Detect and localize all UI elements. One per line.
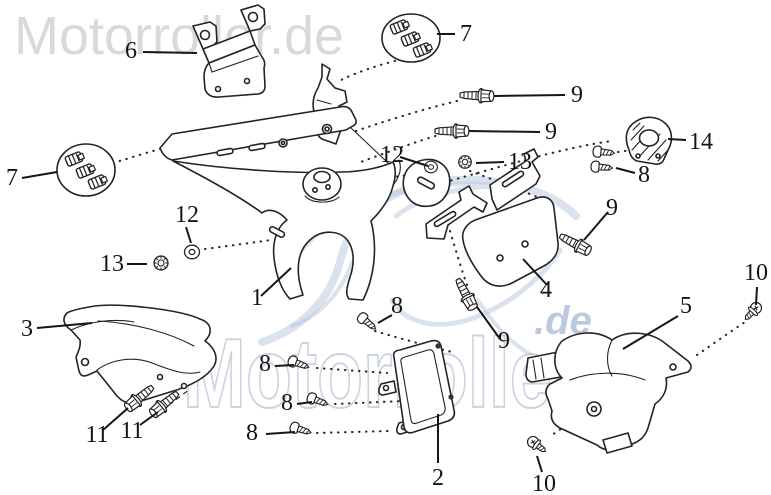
callouts: 6 7 9 9 13 12 14 8 [6,21,768,495]
callout-label: 8 [281,390,293,416]
callout-9-d: 9 [476,306,510,354]
part-4-bracket [425,148,559,287]
callout-label: 8 [246,420,258,446]
hex-bolt-icon [434,123,470,139]
callout-3: 3 [21,316,93,342]
callout-13-b: 13 [100,251,147,277]
callout-label: 2 [432,465,444,491]
washer-icon [183,244,201,260]
callout-label: 6 [125,38,137,64]
callout-8-c: 8 [259,351,295,377]
callout-label: 10 [744,260,768,286]
callout-label: 12 [380,142,404,168]
callout-10-a: 10 [744,260,768,306]
callout-label: 11 [120,418,143,444]
cross-head-screw-icon [524,433,550,457]
callout-label: 9 [545,119,557,145]
flange-nut-icon [153,255,169,271]
plate-rivet [448,394,454,400]
callout-label: 14 [689,129,713,155]
callout-label: 13 [100,251,124,277]
callout-9-a: 9 [493,82,583,108]
callout-9-c: 9 [583,195,618,241]
part-3-front-fender [63,304,217,404]
callout-label: 8 [391,293,403,319]
flange-nut-icon [458,155,472,169]
callout-label: 9 [606,195,618,221]
hex-bolt-icon [450,275,481,314]
callout-8-d: 8 [281,390,313,416]
pan-head-screw-icon [589,160,614,175]
callout-label: 7 [6,165,18,191]
callout-label: 13 [508,149,532,175]
callout-label: 3 [21,316,33,342]
callout-6: 6 [125,38,198,64]
callout-13-a: 13 [475,149,532,175]
watermark-top-text: Motorroller.de [14,6,344,66]
callout-label: 9 [571,82,583,108]
part-2-mud-flap [378,339,456,435]
callout-label: 1 [251,285,263,311]
pan-head-screw-icon [591,145,616,160]
callout-8-b: 8 [377,293,403,324]
washer-icon [424,160,438,174]
part-7-clip-detail-left [56,143,116,197]
callout-11-b: 11 [120,411,159,444]
callout-2: 2 [432,414,444,491]
part-14-cap [625,116,673,165]
callout-label: 7 [460,21,472,47]
callout-label: 5 [680,293,692,319]
callout-8-a: 8 [615,162,650,188]
callout-label: 10 [532,471,556,495]
callout-1: 1 [251,267,292,311]
cross-head-screw-icon [740,299,765,324]
callout-4: 4 [522,258,552,303]
part-1-center-fender [159,63,451,301]
callout-label: 12 [175,202,199,228]
callout-14: 14 [667,129,713,155]
callout-7-left: 7 [6,165,58,191]
callout-label: 8 [259,351,271,377]
callout-label: 11 [85,422,108,448]
callout-label: 9 [498,328,510,354]
callout-7-top: 7 [437,21,472,47]
watermark-brand-text: Motorroller [183,318,581,428]
part-6-bracket [192,4,266,98]
callout-label: 4 [540,277,552,303]
callout-12-a: 12 [380,142,429,168]
plate-rivet [435,343,441,349]
part-5-rear-inner-fender [525,332,692,454]
callout-12-b: 12 [175,202,199,244]
hex-bolt-icon [459,87,495,105]
callout-10-b: 10 [532,455,556,495]
callout-8-e: 8 [246,420,296,446]
callout-11-a: 11 [85,407,129,448]
callout-5: 5 [622,293,692,350]
callout-label: 8 [638,162,650,188]
callout-9-b: 9 [468,119,557,145]
part-7-clip-detail-top [381,13,441,63]
